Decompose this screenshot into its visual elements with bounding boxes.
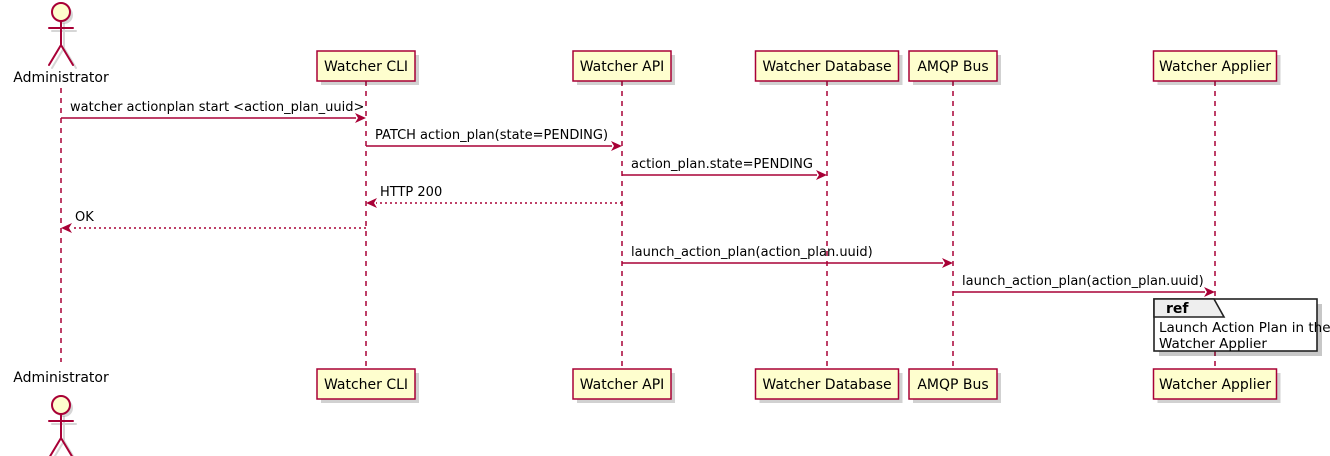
message-label-2: PATCH action_plan(state=PENDING) (375, 128, 608, 143)
participant-label-watcher-api-bottom: Watcher API (580, 377, 665, 393)
participant-box-watcher-api-bottom[interactable]: Watcher API (572, 368, 675, 403)
message-5-watcher-cli-to-administrator: OK (61, 210, 366, 233)
participant-label-watcher-database-top: Watcher Database (762, 59, 891, 75)
message-6-watcher-api-to-amqp-bus: launch_action_plan(action_plan.uuid) (622, 245, 953, 268)
participant-box-watcher-database-bottom[interactable]: Watcher Database (754, 368, 903, 403)
message-arrowhead-icon (366, 198, 377, 208)
ref-fragment-tab (1153, 298, 1226, 318)
message-label-7: launch_action_plan(action_plan.uuid) (962, 274, 1204, 289)
message-label-1: watcher actionplan start <action_plan_uu… (70, 100, 364, 115)
participant-box-watcher-cli-bottom[interactable]: Watcher CLI (316, 368, 419, 403)
message-label-4: HTTP 200 (380, 185, 442, 200)
actor-head-icon (51, 395, 71, 415)
participant-label-administrator-top: Administrator (13, 70, 109, 86)
lifelines-layer (60, 81, 1216, 369)
message-arrowhead-icon (816, 170, 827, 180)
message-2-watcher-cli-to-watcher-api: PATCH action_plan(state=PENDING) (366, 128, 622, 151)
actor-body-icon (48, 20, 74, 66)
message-label-6: launch_action_plan(action_plan.uuid) (631, 245, 873, 260)
participant-label-amqp-bus-top: AMQP Bus (917, 59, 988, 75)
message-arrowhead-icon (355, 113, 366, 123)
actor-body-icon (48, 413, 74, 456)
message-arrowhead-icon (61, 223, 72, 233)
participant-box-amqp-bus-top[interactable]: AMQP Bus (908, 50, 1001, 85)
participants-layer: Watcher CLI Watcher CLI Watcher API Watcher… (316, 50, 1281, 403)
message-arrowhead-icon (611, 141, 622, 151)
participant-box-watcher-database-top[interactable]: Watcher Database (754, 50, 903, 85)
participant-label-amqp-bus-bottom: AMQP Bus (917, 377, 988, 393)
actor-head-icon (51, 2, 71, 22)
participant-box-amqp-bus-bottom[interactable]: AMQP Bus (908, 368, 1001, 403)
ref-fragment-line-1: Launch Action Plan in the (1159, 320, 1330, 336)
participant-label-watcher-cli-bottom: Watcher CLI (324, 377, 408, 393)
participant-label-watcher-applier-bottom: Watcher Applier (1159, 377, 1271, 393)
participant-label-watcher-api-top: Watcher API (580, 59, 665, 75)
message-label-5: OK (75, 210, 94, 225)
actor-administrator-bottom (48, 395, 74, 456)
actor-administrator-top (48, 2, 74, 66)
ref-fragment-line-2: Watcher Applier (1159, 336, 1267, 352)
message-1-administrator-to-watcher-cli: watcher actionplan start <action_plan_uu… (61, 100, 366, 123)
message-arrowhead-icon (942, 258, 953, 268)
ref-fragment-keyword: ref (1166, 301, 1189, 317)
participant-box-watcher-cli-top[interactable]: Watcher CLI (316, 50, 419, 85)
message-4-watcher-api-to-watcher-cli: HTTP 200 (366, 185, 622, 208)
participant-box-watcher-api-top[interactable]: Watcher API (572, 50, 675, 85)
message-7-amqp-bus-to-watcher-applier: launch_action_plan(action_plan.uuid) (953, 274, 1215, 297)
participant-label-watcher-database-bottom: Watcher Database (762, 377, 891, 393)
participant-label-administrator-bottom: Administrator (13, 370, 109, 386)
participant-box-watcher-applier-top[interactable]: Watcher Applier (1152, 50, 1281, 85)
participant-box-watcher-applier-bottom[interactable]: Watcher Applier (1152, 368, 1281, 403)
message-label-3: action_plan.state=PENDING (631, 157, 813, 172)
message-arrowhead-icon (1204, 287, 1215, 297)
participant-label-watcher-applier-top: Watcher Applier (1159, 59, 1271, 75)
participant-label-watcher-cli-top: Watcher CLI (324, 59, 408, 75)
message-3-watcher-api-to-watcher-database: action_plan.state=PENDING (622, 157, 827, 180)
messages-layer: watcher actionplan start <action_plan_uu… (61, 100, 1215, 297)
